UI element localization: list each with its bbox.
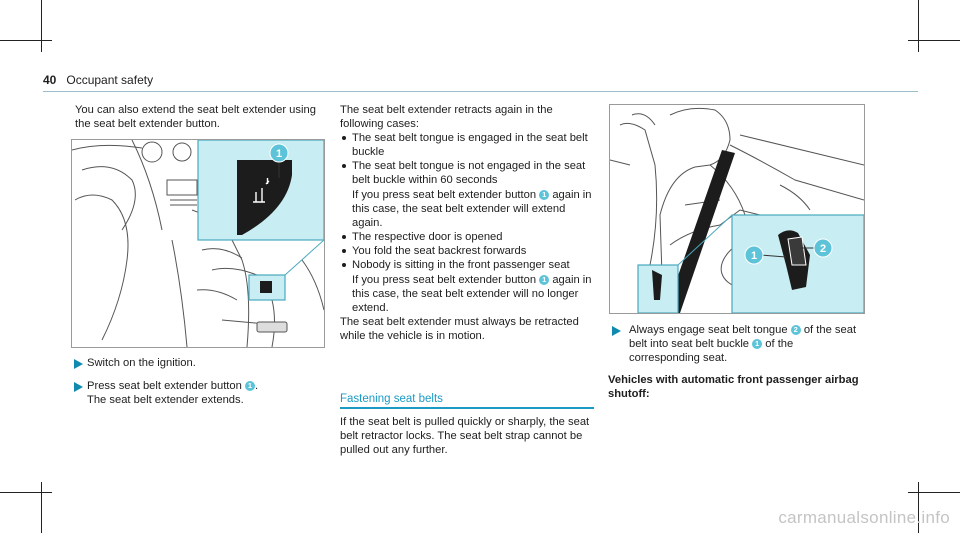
airbag-heading: Vehicles with automatic front passenger … <box>608 374 859 400</box>
callout-marker-1: 1 <box>752 339 763 349</box>
step-punct: . <box>254 380 259 392</box>
list-item: The seat belt tongue is engaged in the s… <box>340 131 592 159</box>
page-header: 40 Occupant safety <box>43 73 153 87</box>
section-body-text: If the seat belt is pulled quickly or sh… <box>340 416 590 456</box>
crop-mark <box>908 492 960 493</box>
step-arrow-icon <box>74 382 83 392</box>
step-engage-tongue: Always engage seat belt tongue 2 of the … <box>608 323 863 365</box>
crop-mark <box>41 0 42 52</box>
callout-1: 1 <box>751 250 757 262</box>
crop-mark <box>918 482 919 533</box>
intro-text: You can also extend the seat belt extend… <box>75 104 316 130</box>
list-item-subtext: again in this case, the seat belt extend… <box>352 189 592 229</box>
section-fastening: Fastening seat belts <box>340 392 592 406</box>
list-item-text: Nobody is sitting in the front passenger… <box>352 259 570 271</box>
section-body: If the seat belt is pulled quickly or sh… <box>340 415 592 457</box>
crop-mark <box>41 482 42 533</box>
column-3-text: Always engage seat belt tongue 2 of the … <box>608 323 863 401</box>
section-name: Occupant safety <box>66 73 154 87</box>
crop-mark <box>908 40 960 41</box>
crop-mark <box>0 40 52 41</box>
callout-marker-1: 1 <box>539 275 550 285</box>
occupant-illustration: 1 2 <box>610 107 864 313</box>
step-result: The seat belt extender extends. <box>87 394 244 406</box>
section-rule <box>340 407 594 409</box>
callout-1: 1 <box>276 148 282 160</box>
step-arrow-icon <box>612 326 621 336</box>
page-number: 40 <box>43 73 57 87</box>
figure-seatbelt-extender-button: 1 <box>71 139 325 348</box>
list-item-text: The respective door is opened <box>352 231 503 243</box>
callout-marker-2: 2 <box>790 325 801 335</box>
column-1: You can also extend the seat belt extend… <box>75 103 327 131</box>
callout-marker-1: 1 <box>539 190 550 200</box>
list-item: The respective door is opened <box>340 230 592 244</box>
column-1-steps: Switch on the ignition. Press seat belt … <box>74 356 327 407</box>
step-text: Switch on the ignition. <box>87 357 196 369</box>
step-text: of the seat belt into seat belt buckle <box>629 324 857 350</box>
crop-mark <box>0 492 52 493</box>
retract-intro: The seat belt extender retracts again in… <box>340 104 553 130</box>
list-item-subtext: If you press seat belt extender button <box>352 189 537 201</box>
step-switch-on: Switch on the ignition. <box>74 356 327 370</box>
list-item: Nobody is sitting in the front passenger… <box>340 258 592 315</box>
crop-mark <box>918 0 919 52</box>
dashboard-illustration: 1 <box>72 140 324 347</box>
figure-fastening-seatbelt: 1 2 <box>609 104 865 314</box>
list-item-text: You fold the seat backrest forwards <box>352 245 527 257</box>
retract-conditions: The seat belt tongue is engaged in the s… <box>340 131 592 315</box>
watermark: carmanualsonline.info <box>778 508 950 527</box>
step-text: Always engage seat belt tongue <box>629 324 788 336</box>
column-2: The seat belt extender retracts again in… <box>340 103 592 343</box>
list-item-subtext: If you press seat belt extender button <box>352 274 537 286</box>
list-item-text: The seat belt tongue is not engaged in t… <box>352 160 586 186</box>
step-press-button: Press seat belt extender button 1. The s… <box>74 379 327 407</box>
list-item: The seat belt tongue is not engaged in t… <box>340 159 592 230</box>
list-item: You fold the seat backrest forwards <box>340 244 592 258</box>
callout-marker-1: 1 <box>244 381 255 391</box>
callout-2: 2 <box>820 243 826 255</box>
list-item-subtext: again in this case, the seat belt extend… <box>352 274 592 314</box>
closing-note: The seat belt extender must always be re… <box>340 316 579 342</box>
list-item-text: The seat belt tongue is engaged in the s… <box>352 132 588 158</box>
step-arrow-icon <box>74 359 83 369</box>
step-text: of the corresponding seat. <box>629 338 794 364</box>
header-rule <box>43 91 918 92</box>
section-title: Fastening seat belts <box>340 393 443 405</box>
step-text: Press seat belt extender button <box>87 380 242 392</box>
